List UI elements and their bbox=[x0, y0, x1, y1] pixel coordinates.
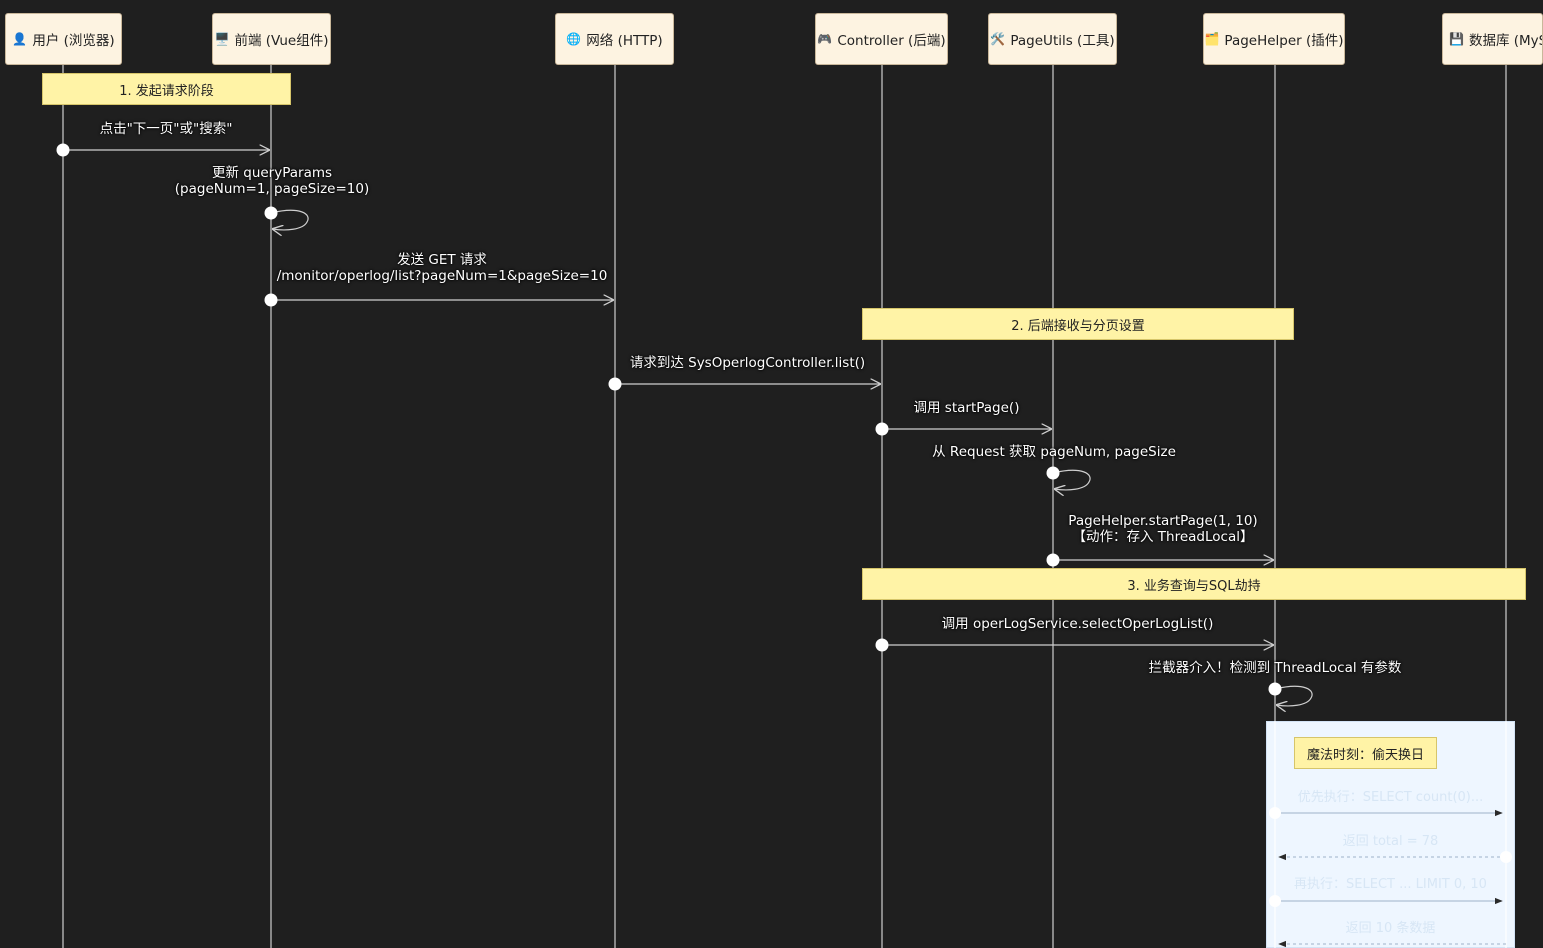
computer-icon: 🖥️ bbox=[214, 32, 230, 46]
dot-m5 bbox=[875, 422, 889, 436]
participant-label: PageUtils (工具) bbox=[1010, 33, 1115, 49]
dot-m6 bbox=[1046, 466, 1060, 480]
label-m8: 调用 operLogService.selectOperLogList() bbox=[941, 616, 1214, 632]
tools-icon: 🛠️ bbox=[990, 32, 1006, 46]
participant-label: 数据库 (MyS bbox=[1468, 33, 1543, 49]
dot-m1 bbox=[56, 143, 70, 157]
dot-m12 bbox=[1269, 895, 1281, 907]
dot-m8 bbox=[875, 638, 889, 652]
dot-m9 bbox=[1268, 682, 1282, 696]
participant-label: 用户 (浏览器) bbox=[32, 33, 115, 49]
gamepad-icon: 🎮 bbox=[817, 32, 833, 46]
label-m3-line2: /monitor/operlog/list?pageNum=1&pageSize… bbox=[276, 268, 608, 284]
globe-icon: 🌐 bbox=[566, 32, 582, 46]
participant-label: 网络 (HTTP) bbox=[586, 33, 663, 49]
dot-m7 bbox=[1046, 553, 1060, 567]
label-m9: 拦截器介入！检测到 ThreadLocal 有参数 bbox=[1148, 660, 1402, 676]
note-magic-moment: 魔法时刻：偷天换日 bbox=[1294, 737, 1437, 769]
label-m5: 调用 startPage() bbox=[913, 400, 1020, 416]
label-m2-line1: 更新 queryParams bbox=[211, 165, 333, 181]
dot-m11 bbox=[1500, 851, 1512, 863]
label-m6: 从 Request 获取 pageNum, pageSize bbox=[932, 444, 1176, 460]
self-arrow-m2 bbox=[270, 209, 309, 230]
dot-m4 bbox=[608, 377, 622, 391]
floppy-disk-icon: 💾 bbox=[1449, 32, 1464, 46]
participant-label: PageHelper (插件) bbox=[1224, 33, 1344, 49]
label-m2-line2: (pageNum=1, pageSize=10) bbox=[174, 181, 370, 197]
participant-pageutils: 🛠️ PageUtils (工具) bbox=[988, 13, 1117, 65]
label-m7-line1: PageHelper.startPage(1, 10) bbox=[1068, 513, 1258, 529]
label-m4: 请求到达 SysOperlogController.list() bbox=[629, 355, 866, 371]
dot-m10 bbox=[1269, 807, 1281, 819]
label-m3-line1: 发送 GET 请求 bbox=[397, 252, 487, 268]
participant-pagehelper: 🗂️ PageHelper (插件) bbox=[1203, 13, 1345, 65]
participant-database: 💾 数据库 (MyS bbox=[1442, 13, 1543, 65]
note-phase-1: 1. 发起请求阶段 bbox=[42, 73, 291, 105]
user-icon: 👤 bbox=[12, 32, 28, 46]
dot-m3 bbox=[264, 293, 278, 307]
label-m11: 返回 total = 78 bbox=[1342, 834, 1439, 849]
participant-network: 🌐 网络 (HTTP) bbox=[555, 13, 674, 65]
label-m7-line2: 【动作：存入 ThreadLocal】 bbox=[1072, 529, 1254, 545]
label-m13: 返回 10 条数据 bbox=[1345, 921, 1436, 936]
plugin-icon: 🗂️ bbox=[1204, 32, 1220, 46]
dot-m2 bbox=[264, 206, 278, 220]
self-arrow-m9 bbox=[1274, 685, 1313, 706]
self-arrow-m6 bbox=[1052, 469, 1091, 490]
label-m12: 再执行：SELECT ... LIMIT 0, 10 bbox=[1294, 877, 1487, 892]
note-phase-3: 3. 业务查询与SQL劫持 bbox=[862, 568, 1526, 600]
label-m1: 点击"下一页"或"搜索" bbox=[99, 121, 233, 137]
participant-label: 前端 (Vue组件) bbox=[234, 33, 329, 49]
participant-user: 👤 用户 (浏览器) bbox=[5, 13, 122, 65]
note-phase-2: 2. 后端接收与分页设置 bbox=[862, 308, 1294, 340]
participant-controller: 🎮 Controller (后端) bbox=[815, 13, 948, 65]
label-m10: 优先执行：SELECT count(0)... bbox=[1297, 790, 1484, 805]
participant-frontend: 🖥️ 前端 (Vue组件) bbox=[212, 13, 331, 65]
participant-label: Controller (后端) bbox=[837, 33, 946, 49]
messages bbox=[63, 150, 1313, 706]
start-dots bbox=[56, 143, 1282, 696]
